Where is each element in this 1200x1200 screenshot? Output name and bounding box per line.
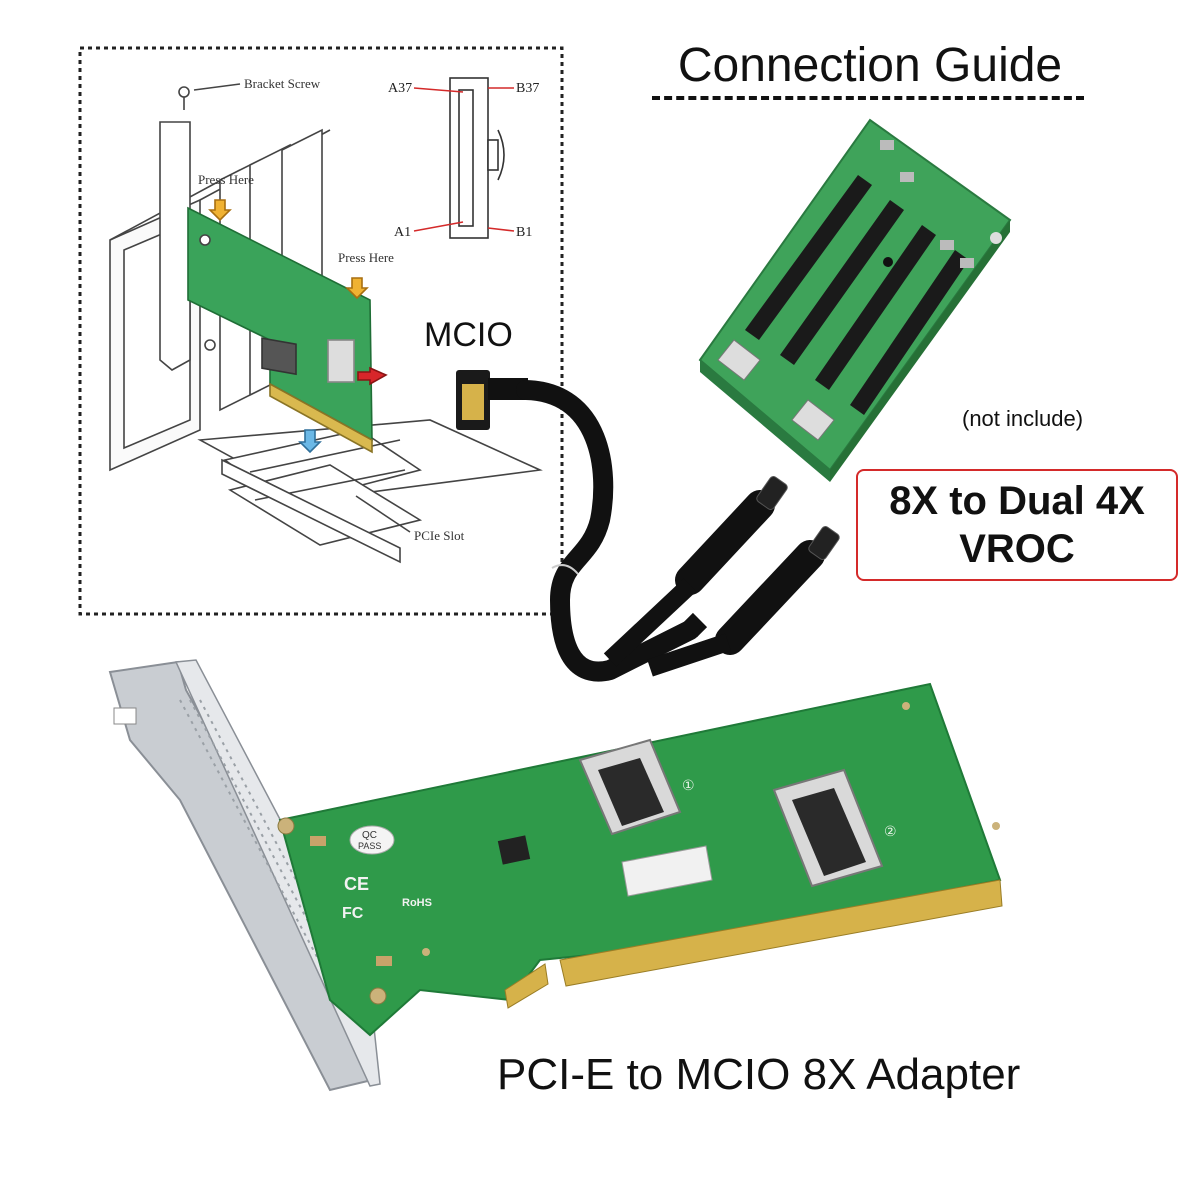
mcio-cable (456, 370, 840, 682)
press-here-label-2: Press Here (338, 250, 394, 265)
pcie-slot-label: PCIe Slot (414, 528, 465, 543)
product-label: PCI-E to MCIO 8X Adapter (497, 1050, 1021, 1099)
port-2-mark: ② (884, 824, 897, 840)
ce-mark: CE (344, 874, 369, 894)
press-here-label-1: Press Here (198, 172, 254, 187)
riser-board (698, 118, 1012, 482)
qc-mark: QC (362, 830, 377, 841)
vroc-callout: 8X to Dual 4X VROC (856, 469, 1178, 581)
not-included-note: (not include) (962, 406, 1084, 431)
vroc-callout-line1: 8X to Dual 4X (889, 479, 1145, 523)
port-1-mark: ① (682, 778, 695, 794)
rohs-mark: RoHS (402, 897, 432, 909)
install-diagram (109, 83, 543, 564)
pinout-diagram (413, 77, 515, 239)
fc-mark: FC (342, 905, 364, 922)
pin-b1-label: B1 (516, 225, 532, 240)
adapter-card (108, 659, 1003, 1092)
vroc-callout-line2: VROC (959, 527, 1075, 571)
mcio-cable-label: MCIO (424, 316, 513, 354)
insert-arrow-icon (357, 366, 388, 386)
pin-b37-label: B37 (516, 81, 539, 96)
pass-mark: PASS (358, 841, 381, 851)
page-title: Connection Guide (677, 39, 1063, 92)
pin-a37-label: A37 (388, 81, 412, 96)
bracket-screw-label: Bracket Screw (244, 76, 321, 91)
install-frame (78, 46, 564, 616)
title-underline (652, 96, 1084, 100)
pin-a1-label: A1 (394, 225, 411, 240)
